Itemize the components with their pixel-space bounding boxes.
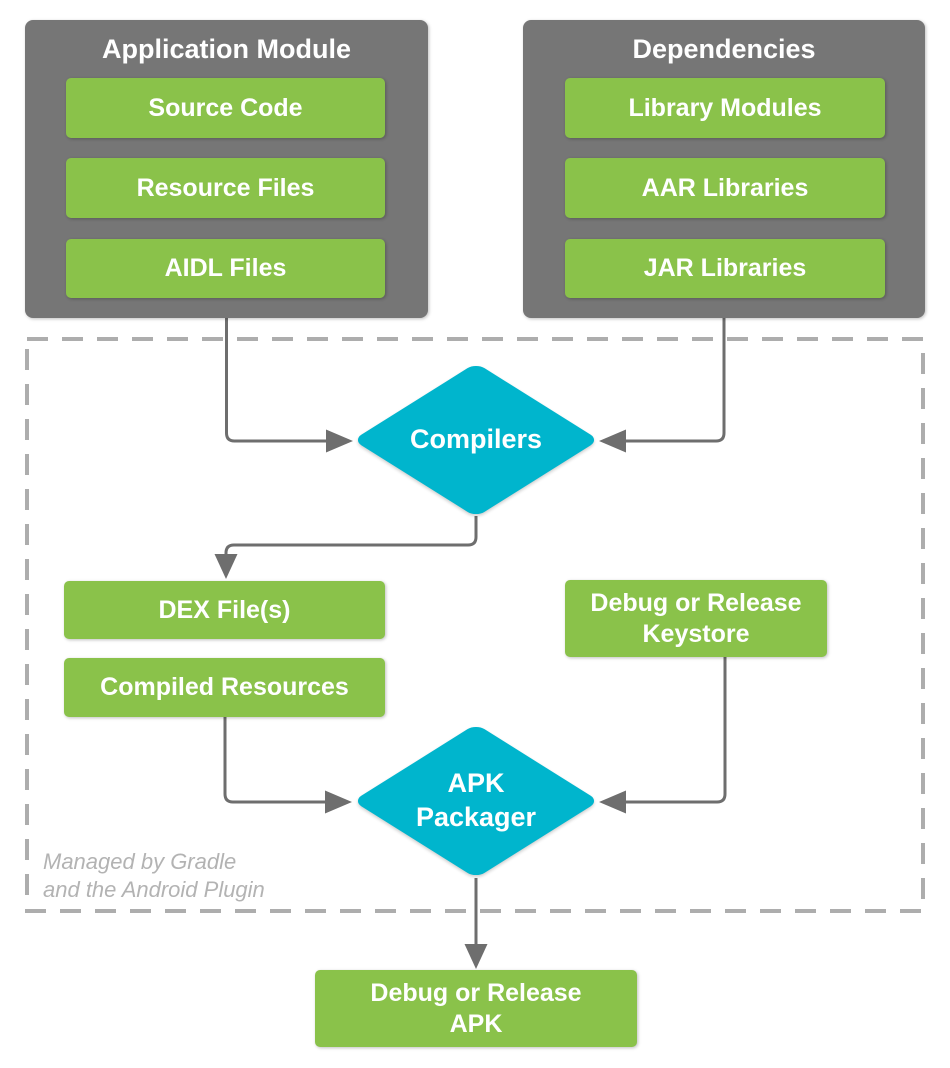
node-aidl-files: AIDL Files [66,239,385,298]
arrow-dependencies-to-compilers [625,318,726,443]
node-output-apk: Debug or Release APK [315,970,637,1047]
node-jar-libraries: JAR Libraries [565,239,885,298]
node-keystore: Debug or Release Keystore [565,580,827,657]
gradle-caption-line1: Managed by Gradle [43,849,237,874]
arrow-app-module-to-compilers [225,318,327,443]
gradle-caption-line2: and the Android Plugin [43,877,265,902]
arrowhead-right-compilers [599,429,626,453]
application-module-group: Application Module Source Code Resource … [25,20,428,318]
gradle-caption: Managed by Gradle and the Android Plugin [43,848,265,904]
node-compiled-resources: Compiled Resources [64,658,385,717]
arrowhead-apk [464,944,488,969]
arrow-keystore-to-packager [625,657,727,804]
arrow-resources-to-packager [223,717,326,804]
arrowhead-left-packager [325,790,352,814]
node-dex-files: DEX File(s) [64,581,385,639]
arrow-compilers-to-dex [224,516,478,556]
arrowhead-dex [214,554,238,579]
compilers-label: Compilers [409,424,543,455]
dependencies-group: Dependencies Library Modules AAR Librari… [523,20,925,318]
output-apk-label: Debug or Release APK [370,979,582,1038]
dependencies-title: Dependencies [632,33,816,64]
keystore-label: Debug or Release Keystore [590,589,802,648]
arrowhead-right-packager [599,790,626,814]
apk-packager-label: APK Packager [415,768,537,832]
node-resource-files: Resource Files [66,158,385,218]
node-aar-libraries: AAR Libraries [565,158,885,218]
node-library-modules: Library Modules [565,78,885,138]
application-module-title: Application Module [102,33,351,64]
node-source-code: Source Code [66,78,385,138]
arrowhead-left-compilers [326,429,353,453]
